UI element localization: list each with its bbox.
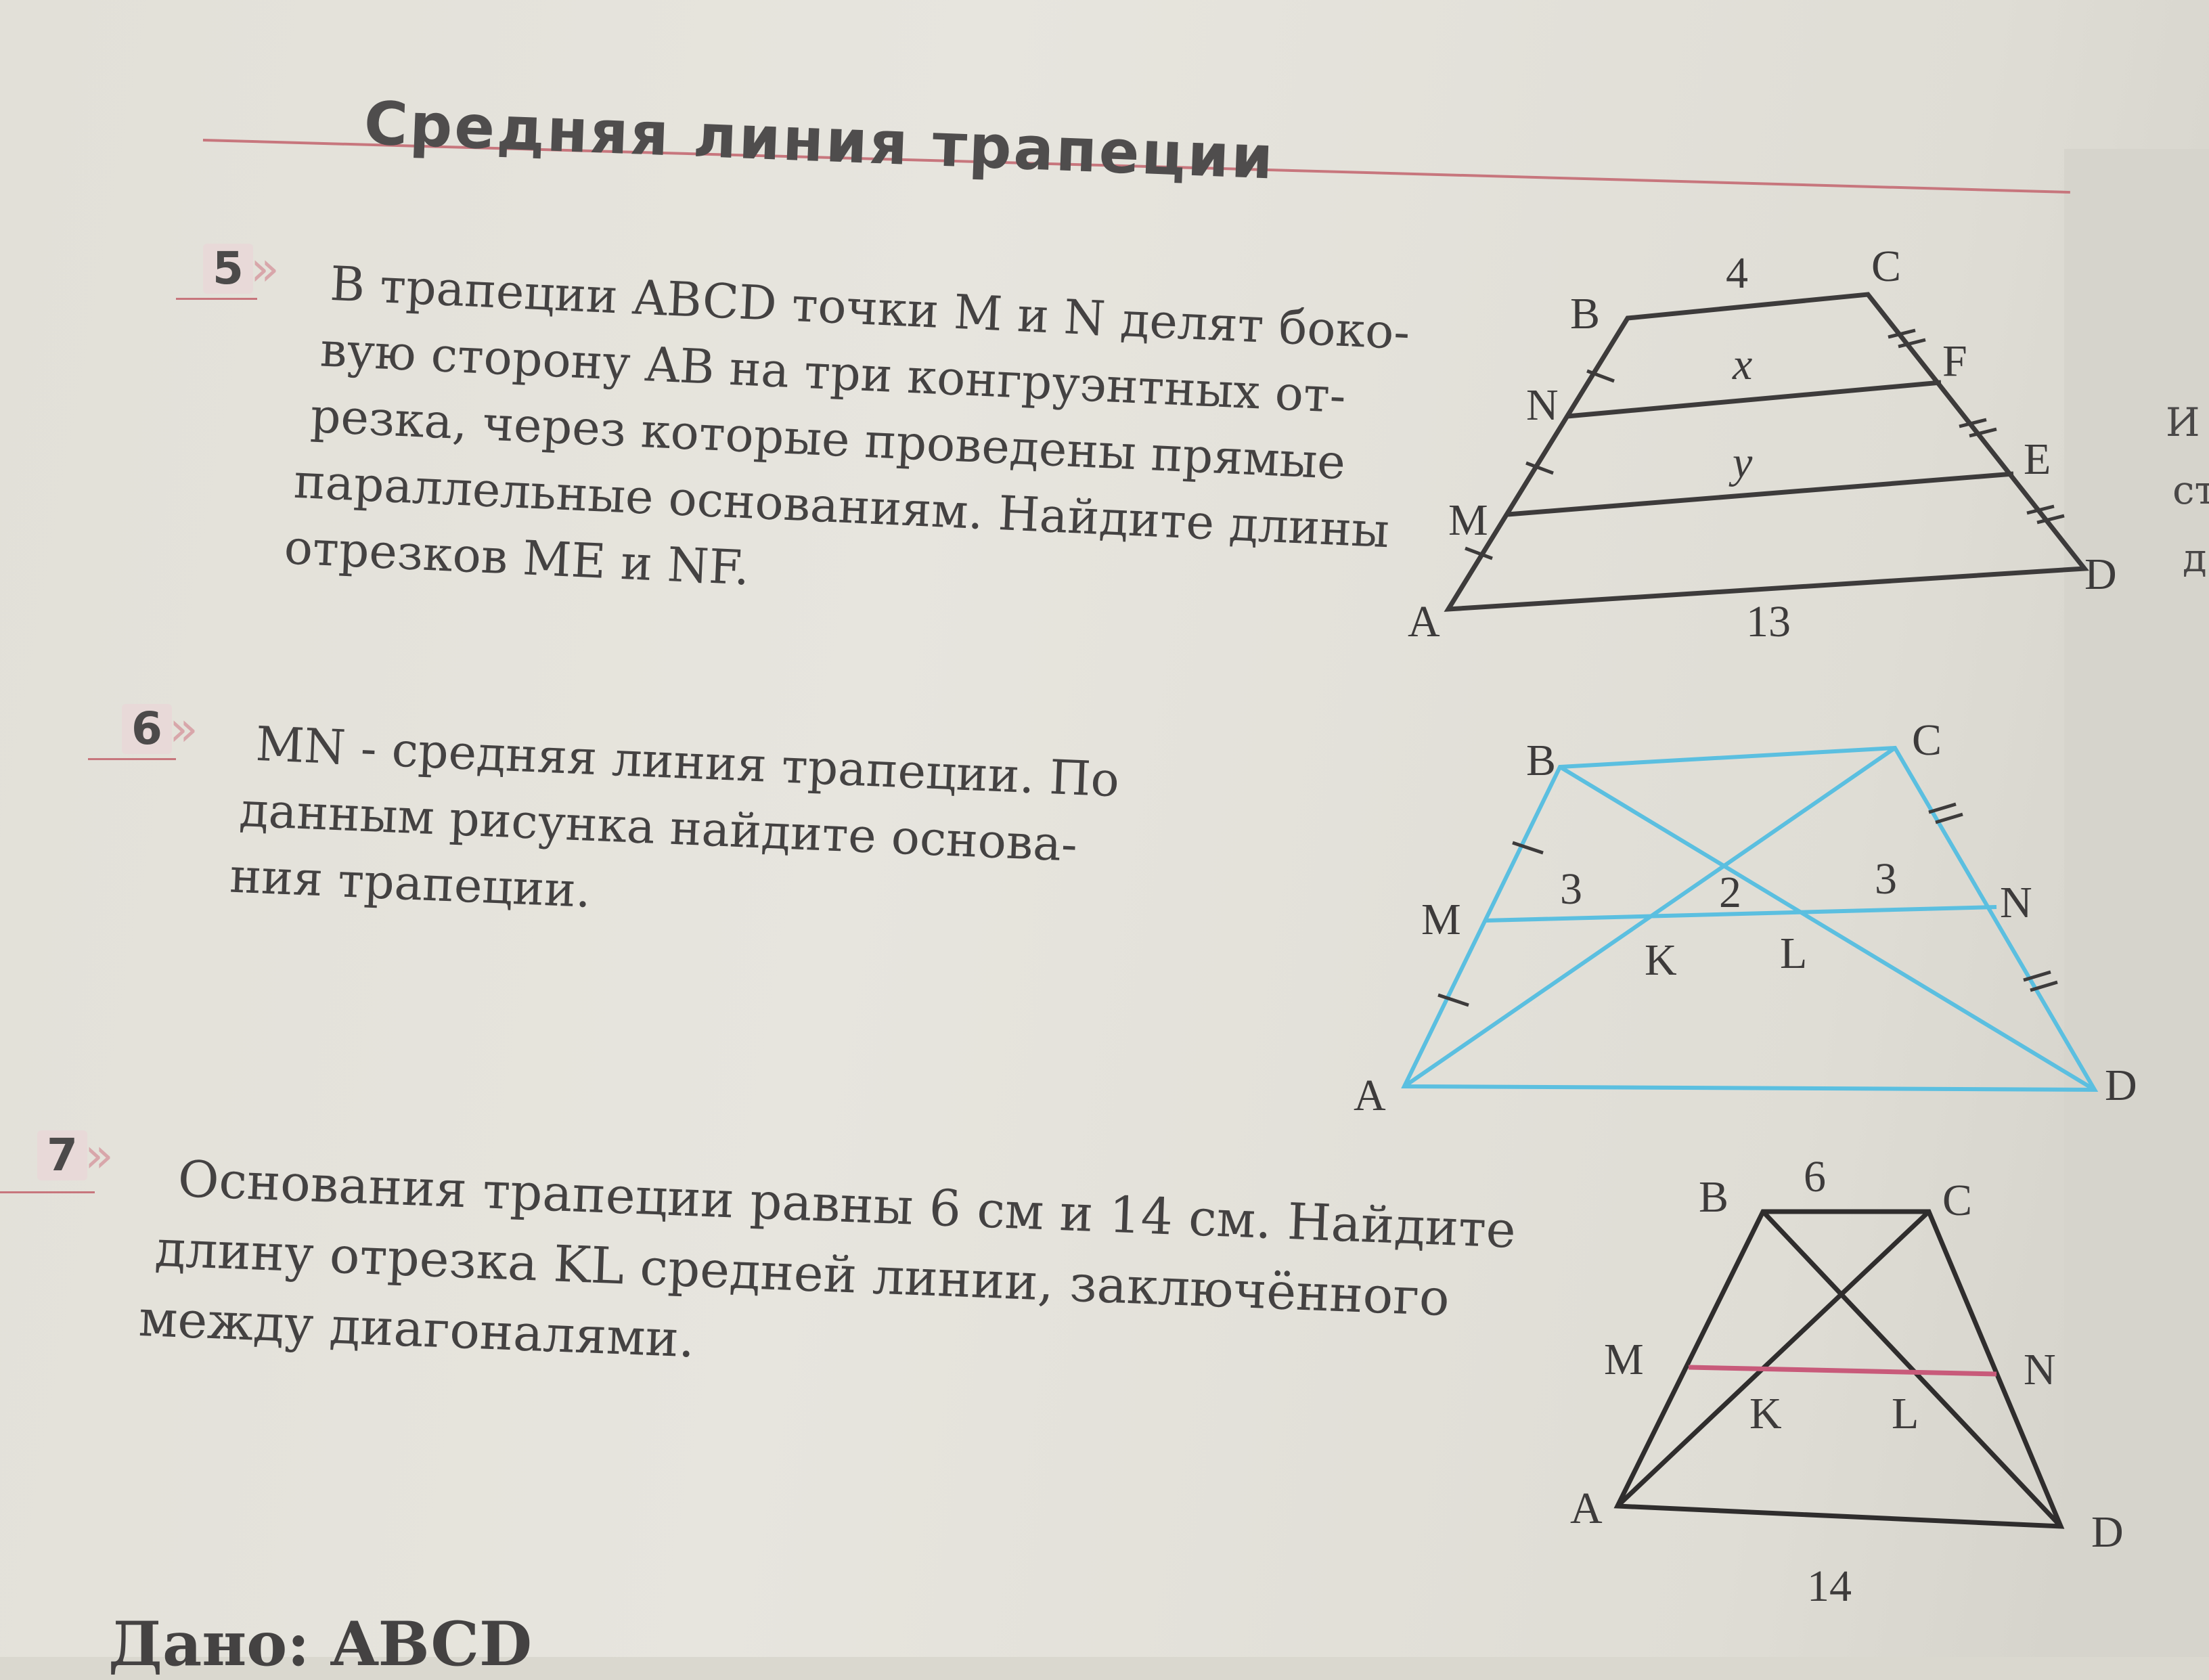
label-d: D: [2084, 550, 2117, 599]
problem-5-number: 5: [203, 244, 253, 294]
label-n: N: [2000, 878, 2032, 927]
tick-marks: [1437, 802, 2058, 1007]
label-l: L: [1780, 929, 1807, 978]
problem-7-number: 7: [37, 1130, 87, 1180]
figure-6-labels: B C M N 3 2 3 K L A D: [1354, 715, 2137, 1120]
chevron-icon: »: [250, 241, 280, 296]
label-f: F: [1942, 336, 1967, 386]
trapezoid-abcd: [1444, 292, 2089, 612]
label-c: C: [1942, 1176, 1972, 1225]
tick-marks: [1465, 328, 2065, 560]
label-top-base: 6: [1804, 1152, 1826, 1201]
label-k: K: [1749, 1389, 1782, 1438]
label-a: A: [1570, 1484, 1603, 1533]
chevron-icon: »: [85, 1128, 114, 1183]
label-bottom-base: 13: [1746, 597, 1791, 646]
midline-mn: [1485, 905, 1997, 923]
diagonal-bd: [1559, 765, 2096, 1092]
problem-5-underline: [176, 298, 257, 300]
label-b: B: [1526, 736, 1556, 785]
label-b: B: [1699, 1172, 1728, 1222]
diagonal-ac: [1615, 1210, 1931, 1508]
label-ln: 3: [1875, 854, 1897, 904]
midline-mn: [1688, 1365, 1997, 1377]
diagonal-bd: [1761, 1210, 2063, 1528]
problem-7-badge: 7 »: [37, 1128, 114, 1183]
label-c: C: [1912, 715, 1942, 765]
figure-6: [1401, 745, 2099, 1092]
margin-fragment: д: [2183, 535, 2207, 581]
figure-7: [1613, 1209, 2065, 1529]
problem-5-badge: 5 »: [203, 241, 280, 296]
figure-5-labels: B C 4 N F x E y M D A 13: [1408, 242, 2117, 646]
label-e: E: [2024, 435, 2051, 484]
problem-6-underline: [88, 758, 176, 760]
adjacent-page: [2064, 149, 2209, 1657]
label-d: D: [2105, 1061, 2137, 1110]
label-mk: 3: [1560, 864, 1582, 914]
label-l: L: [1892, 1389, 1919, 1438]
margin-fragment: И: [2166, 399, 2200, 445]
problem-6-number: 6: [122, 704, 172, 754]
label-m: M: [1448, 495, 1488, 545]
label-a: A: [1408, 597, 1440, 646]
segment-me: [1507, 471, 2014, 517]
label-x: x: [1732, 340, 1752, 389]
label-y: y: [1728, 438, 1753, 487]
label-bottom-base: 14: [1807, 1562, 1852, 1611]
problem-6-badge: 6 »: [122, 701, 198, 757]
label-k: K: [1645, 935, 1677, 985]
label-kl: 2: [1719, 868, 1741, 917]
label-m: M: [1604, 1335, 1644, 1384]
label-m: M: [1421, 895, 1461, 944]
figure-7-labels: B 6 C M N K L A D 14: [1570, 1152, 2124, 1611]
problem-7-underline: [0, 1191, 95, 1193]
label-c: C: [1871, 242, 1901, 291]
label-b: B: [1570, 289, 1600, 338]
label-n: N: [2024, 1345, 2056, 1394]
label-top-base: 4: [1726, 248, 1748, 298]
label-a: A: [1354, 1071, 1386, 1120]
figure-5: [1444, 292, 2089, 612]
margin-fragment: ст: [2172, 467, 2209, 513]
chevron-icon: »: [169, 701, 198, 757]
segment-nf: [1567, 380, 1942, 419]
label-d: D: [2091, 1507, 2124, 1557]
label-n: N: [1526, 380, 1559, 430]
